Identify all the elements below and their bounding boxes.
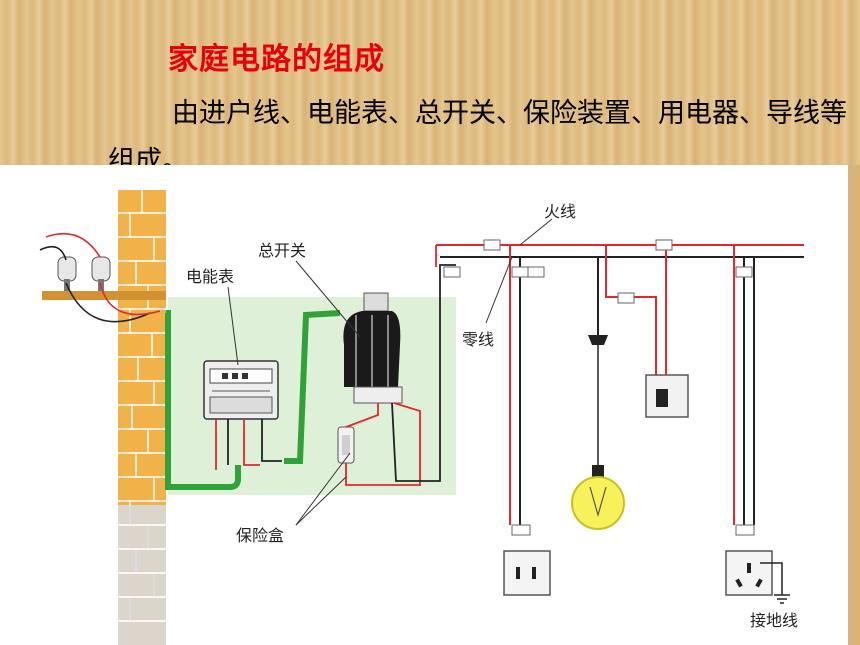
- label-live-wire: 火线: [544, 202, 576, 221]
- label-neutral-wire: 零线: [462, 330, 494, 349]
- electric-meter: [203, 360, 279, 420]
- label-fuse-box: 保险盒: [236, 526, 284, 545]
- meter-terminal-wires: [215, 419, 282, 470]
- wall-switch: [645, 374, 689, 418]
- two-pin-socket: [503, 550, 551, 596]
- paragraph-text: 由进户线、电能表、总开关、保险装置、用电器、导线等组成。: [108, 98, 847, 177]
- brick-wall: [118, 190, 166, 645]
- junction-boxes: [443, 239, 755, 536]
- slide-paragraph: 由进户线、电能表、总开关、保险装置、用电器、导线等组成。: [108, 90, 848, 186]
- incoming-lines: [39, 233, 161, 323]
- ground-symbol: [760, 562, 790, 604]
- leader-lines: [227, 218, 553, 526]
- main-switch: [343, 292, 403, 404]
- ceiling-lamp: [571, 335, 625, 530]
- service-cable-green: [165, 310, 241, 490]
- household-circuit-diagram: 电能表 总开关 火线 零线 保险盒 接地线: [0, 165, 860, 645]
- slide-title: 家庭电路的组成: [168, 42, 385, 77]
- meter-to-switch-cable: [284, 310, 341, 464]
- label-meter: 电能表: [186, 267, 234, 286]
- label-main-switch: 总开关: [258, 241, 306, 260]
- circuit-svg: 电能表 总开关 火线 零线 保险盒 接地线: [0, 165, 860, 645]
- right-margin: [848, 165, 860, 645]
- label-ground-wire: 接地线: [750, 611, 798, 630]
- three-pin-socket: [725, 550, 773, 596]
